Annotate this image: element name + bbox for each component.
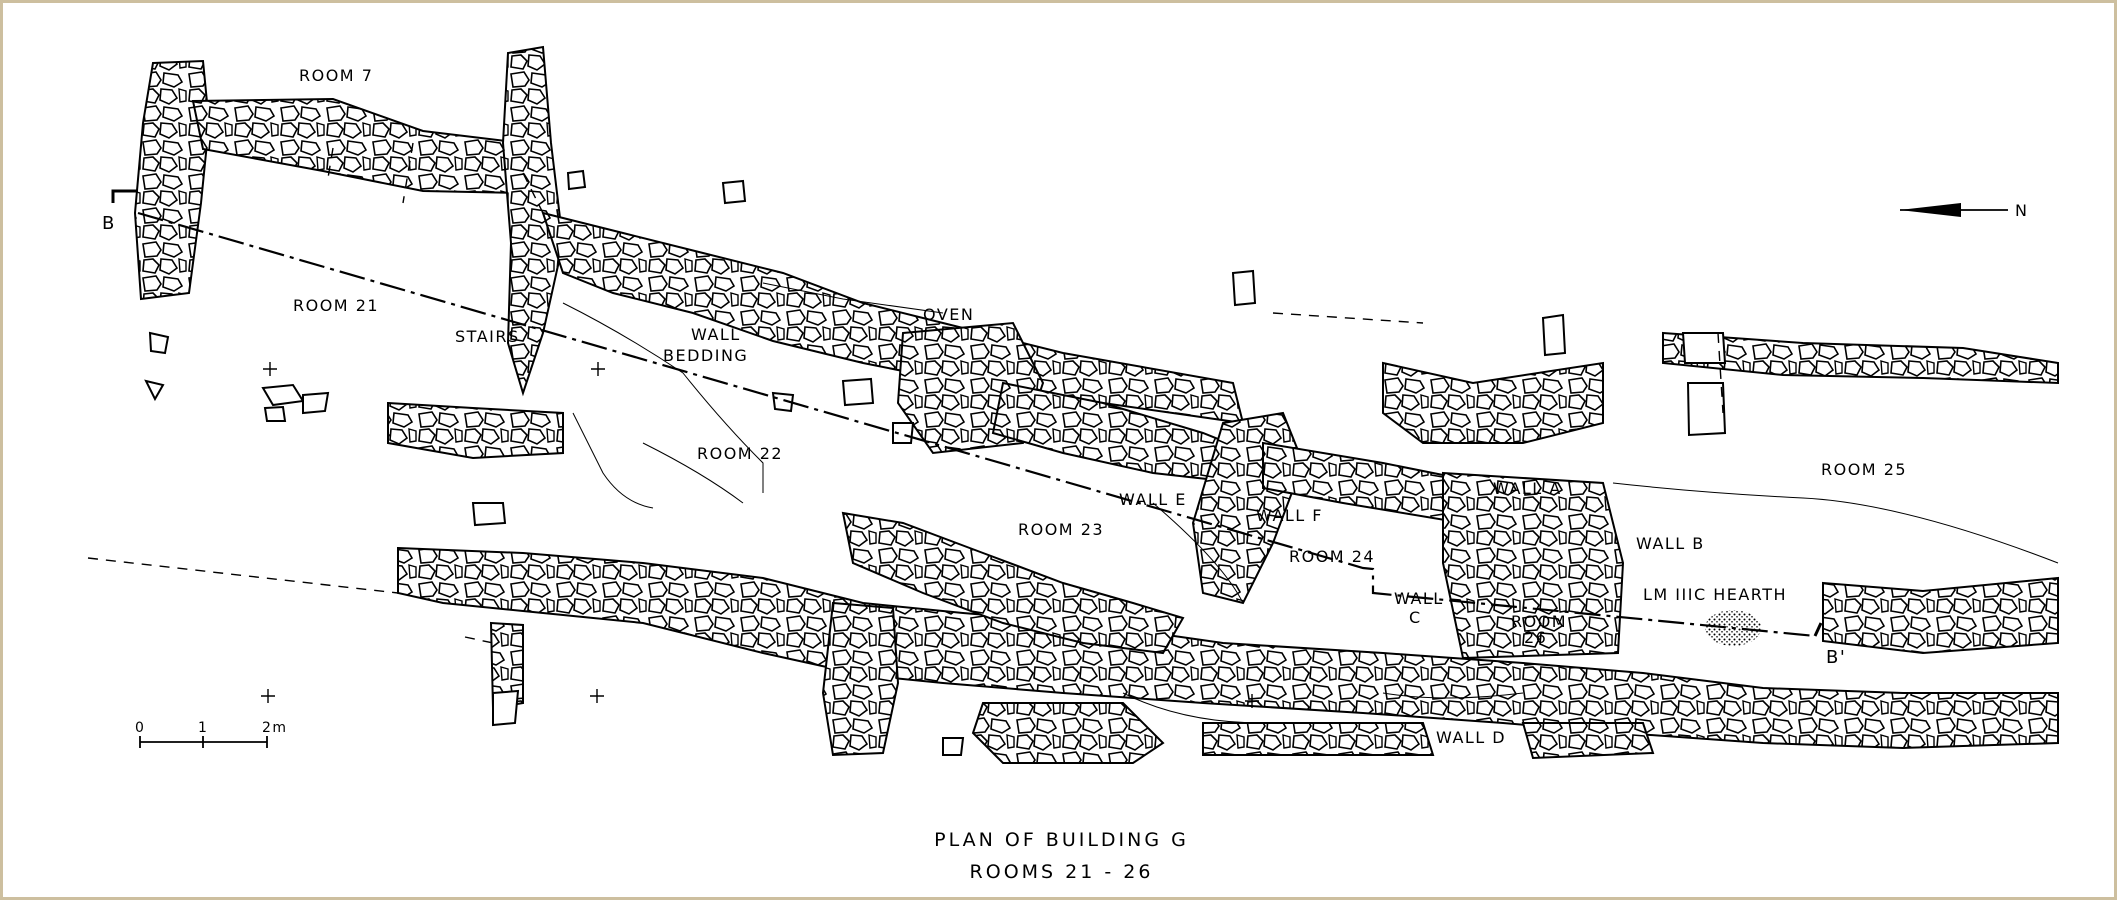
north-label: N — [2015, 201, 2028, 220]
label-room-24: ROOM 24 — [1289, 547, 1375, 566]
section-line — [111, 189, 1823, 638]
north-arrow-icon: N — [1900, 201, 2028, 220]
label-room-23: ROOM 23 — [1018, 520, 1104, 539]
survey-crosses — [261, 362, 1259, 708]
label-wall-c-1: WALL — [1394, 589, 1444, 608]
label-wall-f: WALL F — [1256, 506, 1323, 525]
label-wall-b: WALL B — [1636, 534, 1705, 553]
label-section-b-prime: B' — [1826, 647, 1846, 668]
label-wall-bedding-1: WALL — [691, 325, 741, 344]
scale-tick-1: 1 — [198, 720, 208, 736]
dashed-lines — [87, 142, 1724, 644]
wall-masonry — [133, 45, 2059, 764]
plan-labels: ROOM 7 ROOM 21 STAIRS WALL BEDDING OVEN … — [102, 66, 1907, 747]
label-oven: OVEN — [923, 305, 974, 324]
label-stairs: STAIRS — [455, 327, 520, 346]
label-wall-e: WALL E — [1119, 490, 1187, 509]
scale-tick-0: 0 — [135, 720, 145, 736]
label-room-26-2: 26 — [1524, 628, 1547, 647]
label-wall-a: WALL A — [1493, 479, 1562, 498]
scale-tick-2m: 2m — [262, 720, 288, 736]
scattered-stones — [144, 169, 1727, 756]
label-wall-d: WALL D — [1436, 728, 1506, 747]
building-plan-drawing: N 0 1 2m ROOM 7 ROOM 21 STAIRS WALL BEDD… — [87, 45, 2059, 764]
label-room-7: ROOM 7 — [299, 66, 373, 85]
label-room-21: ROOM 21 — [293, 296, 379, 315]
label-hearth: LM IIIC HEARTH — [1643, 585, 1787, 604]
figure-subtitle: ROOMS 21 - 26 — [969, 861, 1154, 883]
scale-bar — [139, 736, 268, 748]
label-room-25: ROOM 25 — [1821, 460, 1907, 479]
label-section-b: B — [102, 213, 116, 234]
thin-outlines — [562, 282, 2059, 724]
label-wall-c-2: C — [1409, 608, 1422, 627]
label-room-22: ROOM 22 — [697, 444, 783, 463]
label-room-26-1: ROOM — [1511, 612, 1567, 631]
label-wall-bedding-2: BEDDING — [663, 346, 748, 365]
figure-title: PLAN OF BUILDING G — [934, 829, 1189, 851]
